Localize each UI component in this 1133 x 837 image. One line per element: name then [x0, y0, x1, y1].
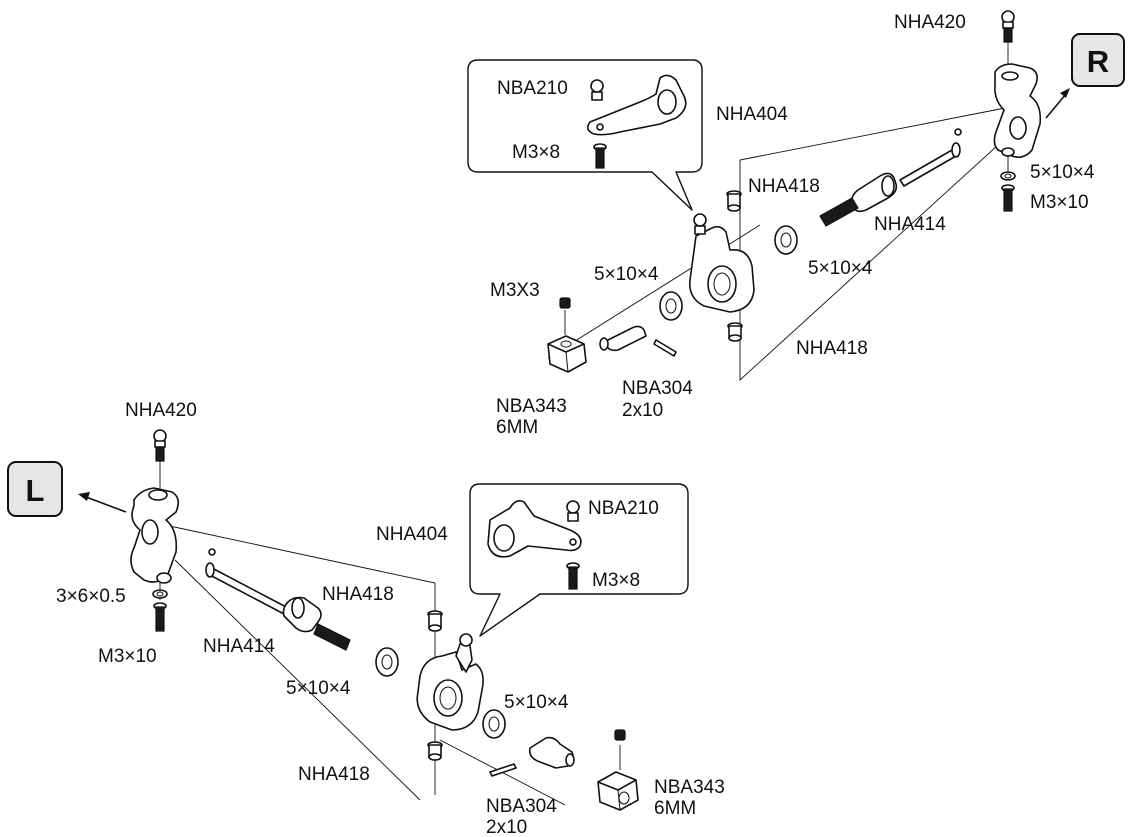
- label-right-bearing-inner: 5×10×4: [594, 264, 659, 285]
- right-washer: [1000, 171, 1016, 181]
- right-callout-ball-stud: [590, 79, 604, 101]
- right-pivot-bushing-top: [726, 190, 742, 212]
- right-axle: [599, 325, 647, 352]
- label-right-nba304-line2: 2x10: [622, 400, 663, 421]
- right-hex-hub: [547, 335, 587, 373]
- right-screw-m3x10: [1001, 184, 1015, 212]
- left-pin: [489, 763, 517, 777]
- left-arrow: [85, 496, 127, 513]
- right-callout-box: [467, 59, 703, 211]
- label-right-nba343-line2: 6MM: [496, 417, 538, 438]
- label-right-nha404: NHA404: [716, 104, 788, 125]
- right-hub-carrier: [688, 213, 755, 313]
- left-bearing-inner: [482, 709, 506, 739]
- label-right-nba304-line1: NBA304: [622, 378, 693, 399]
- label-right-m3x10: M3×10: [1030, 192, 1089, 213]
- right-ball-stud-nha420: [1001, 10, 1015, 43]
- label-left-nba343-line2: 6MM: [654, 798, 696, 819]
- left-screw-m3x10: [153, 602, 167, 632]
- left-grub-screw: [614, 729, 626, 741]
- label-left-washer: 3×6×0.5: [56, 586, 126, 607]
- label-left-nha404: NHA404: [376, 524, 448, 545]
- left-driveshaft: [205, 548, 351, 651]
- label-right-nba343-line1: NBA343: [496, 396, 567, 417]
- left-bearing-mid: [375, 647, 399, 677]
- right-bearing-inner: [659, 291, 683, 321]
- left-callout-screw-m3x8: [566, 562, 580, 590]
- right-arrow: [1045, 93, 1067, 119]
- label-left-m3x8: M3×8: [592, 570, 640, 591]
- left-axle: [528, 736, 575, 769]
- label-left-nba210: NBA210: [588, 498, 659, 519]
- label-left-nha418-top: NHA418: [322, 584, 394, 605]
- left-hex-hub: [597, 771, 639, 811]
- left-assembly: L: [7, 400, 725, 837]
- label-left-nha418-bottom: NHA418: [298, 764, 370, 785]
- left-pivot-bushing-bottom: [427, 741, 443, 761]
- label-left-nha414: NHA414: [203, 636, 275, 657]
- label-right-bearing-outer: 5×10×4: [1030, 162, 1095, 183]
- right-callout-screw-m3x8: [593, 143, 607, 169]
- label-right-bearing-mid: 5×10×4: [808, 258, 873, 279]
- right-steering-knuckle: [993, 63, 1042, 158]
- label-right-m3x3: M3X3: [490, 280, 540, 301]
- label-right-nha418-top: NHA418: [748, 176, 820, 197]
- label-left-nba343-line1: NBA343: [654, 777, 725, 798]
- label-right-nba210: NBA210: [497, 78, 568, 99]
- right-side-letter: R: [1087, 44, 1109, 79]
- left-pivot-bushing-top: [427, 610, 443, 632]
- left-washer: [152, 589, 168, 599]
- right-callout-steering-arm: [586, 74, 687, 136]
- label-left-bearing-mid: 5×10×4: [286, 678, 351, 699]
- label-left-nba304-line1: NBA304: [486, 796, 557, 817]
- label-right-nha420: NHA420: [894, 12, 966, 33]
- label-left-bearing-inner: 5×10×4: [504, 692, 569, 713]
- left-callout-ball-stud: [566, 500, 580, 522]
- left-hub-carrier: [416, 633, 484, 731]
- right-bearing-outer: [774, 225, 798, 255]
- label-left-nha420: NHA420: [125, 400, 197, 421]
- label-right-nha414: NHA414: [874, 214, 946, 235]
- left-side-badge: L: [7, 461, 63, 517]
- label-right-nha418-bottom: NHA418: [796, 338, 868, 359]
- label-left-m3x10: M3×10: [98, 646, 157, 667]
- right-grub-screw: [559, 297, 571, 309]
- right-driveshaft: [819, 128, 962, 227]
- left-ball-stud-nha420: [153, 429, 167, 462]
- right-pivot-bushing-bottom: [727, 322, 743, 342]
- label-left-nba304-line2: 2x10: [486, 817, 527, 837]
- right-pin: [653, 339, 677, 357]
- label-right-m3x8: M3×8: [512, 142, 560, 163]
- left-side-letter: L: [26, 473, 45, 508]
- right-side-badge: R: [1071, 33, 1125, 87]
- right-assembly: R: [467, 10, 1125, 438]
